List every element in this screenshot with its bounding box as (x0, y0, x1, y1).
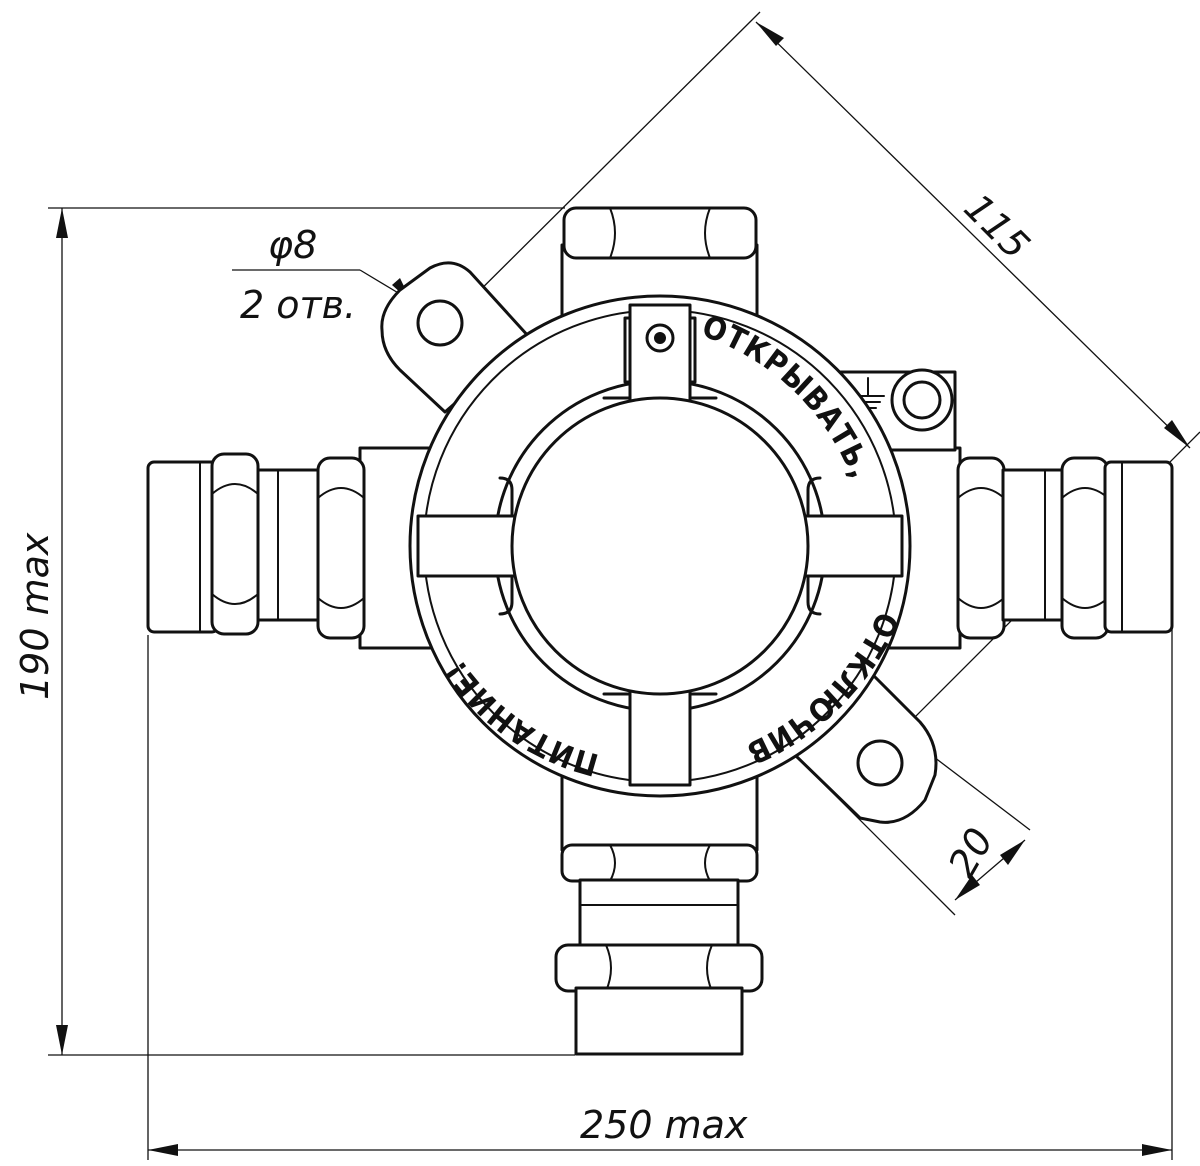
cable-gland-bottom (554, 843, 764, 1056)
ground-terminal (890, 368, 954, 432)
mounting-lug-bottom (793, 670, 938, 824)
hole-count-label: 2 отв. (240, 283, 356, 327)
cover (408, 294, 912, 798)
cable-gland-top (562, 206, 758, 260)
hole-diameter-label: φ8 (268, 223, 317, 267)
mounting-hole-bottom (856, 739, 904, 787)
diagonal-label: 115 (956, 185, 1038, 267)
mounting-hole-top (416, 299, 464, 347)
cable-gland-left (146, 452, 366, 640)
cable-gland-right (956, 456, 1174, 640)
height-label: 190 max (13, 532, 57, 700)
width-label: 250 max (580, 1103, 748, 1147)
lug-width-label: 20 (940, 821, 1002, 885)
mounting-lug-top (380, 261, 532, 414)
